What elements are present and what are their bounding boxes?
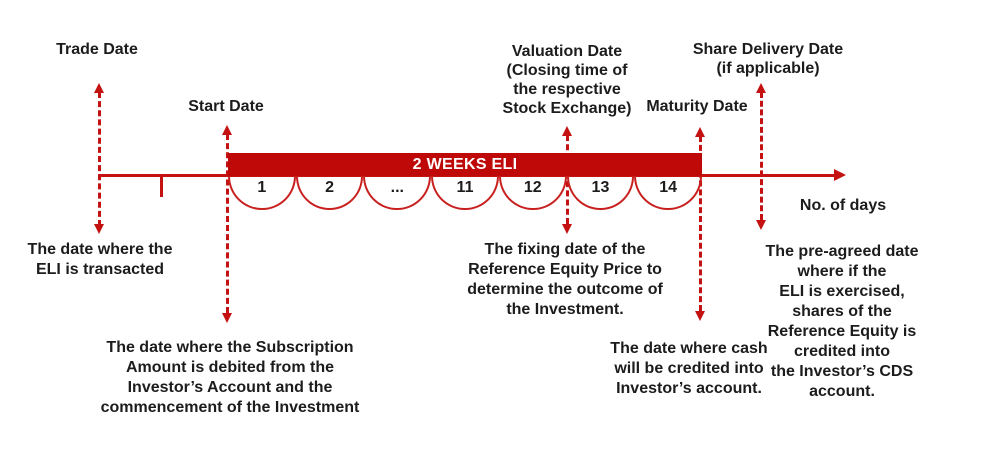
valuation-date-label: Valuation Date (Closing time of the resp… (502, 43, 632, 117)
axis-arrow-right-icon (834, 169, 846, 181)
day-number: 14 (659, 179, 678, 196)
day-number: 1 (257, 179, 267, 196)
day-arc-2: 2 (295, 176, 364, 210)
day-number: 12 (523, 179, 542, 196)
day-arc-13: 13 (566, 176, 635, 210)
day-arcs: 1 2 ... 11 12 13 14 (228, 176, 703, 210)
maturity-date-description: The date where cash will be credited int… (610, 340, 768, 397)
start-date-description: The date where the Subscription Amount i… (100, 339, 360, 416)
valuation-date-description: The fixing date of the Reference Equity … (467, 241, 663, 318)
maturity-up-arrowhead-icon (695, 127, 705, 137)
valuation-up-arrowhead-icon (562, 126, 572, 136)
day-number: 2 (325, 179, 335, 196)
share-delivery-down-arrowhead-icon (756, 220, 766, 230)
day-number: 13 (591, 179, 610, 196)
maturity-down-arrowhead-icon (695, 311, 705, 321)
day-number: 11 (456, 179, 474, 196)
day-arc-1: 1 (228, 176, 296, 210)
start-down-arrowhead-icon (222, 313, 232, 323)
axis-tick-mark (160, 177, 163, 197)
maturity-date-line (698, 136, 702, 311)
share-delivery-date-description: The pre-agreed date where if the ELI is … (765, 243, 919, 400)
maturity-date-label: Maturity Date (646, 98, 748, 115)
day-arc-14: 14 (634, 176, 703, 210)
eli-period-bar: 2 WEEKS ELI (228, 153, 702, 176)
day-arc-11: 11 (431, 176, 499, 210)
start-date-line (225, 134, 229, 313)
share-delivery-line (759, 92, 763, 220)
day-number: ... (390, 179, 404, 196)
start-date-label: Start Date (188, 98, 264, 115)
trade-date-description: The date where the ELI is transacted (27, 241, 173, 278)
share-delivery-date-label: Share Delivery Date (if applicable) (692, 41, 844, 77)
valuation-down-arrowhead-icon (562, 224, 572, 234)
trade-down-arrowhead-icon (94, 224, 104, 234)
trade-date-label: Trade Date (56, 41, 138, 58)
trade-date-line (97, 92, 101, 226)
day-arc-ellipsis: ... (363, 176, 432, 210)
trade-up-arrowhead-icon (94, 83, 104, 93)
eli-period-bar-label: 2 WEEKS ELI (412, 155, 518, 173)
share-delivery-up-arrowhead-icon (756, 83, 766, 93)
start-up-arrowhead-icon (222, 125, 232, 135)
day-arc-12: 12 (498, 176, 567, 210)
axis-caption: No. of days (799, 197, 887, 214)
